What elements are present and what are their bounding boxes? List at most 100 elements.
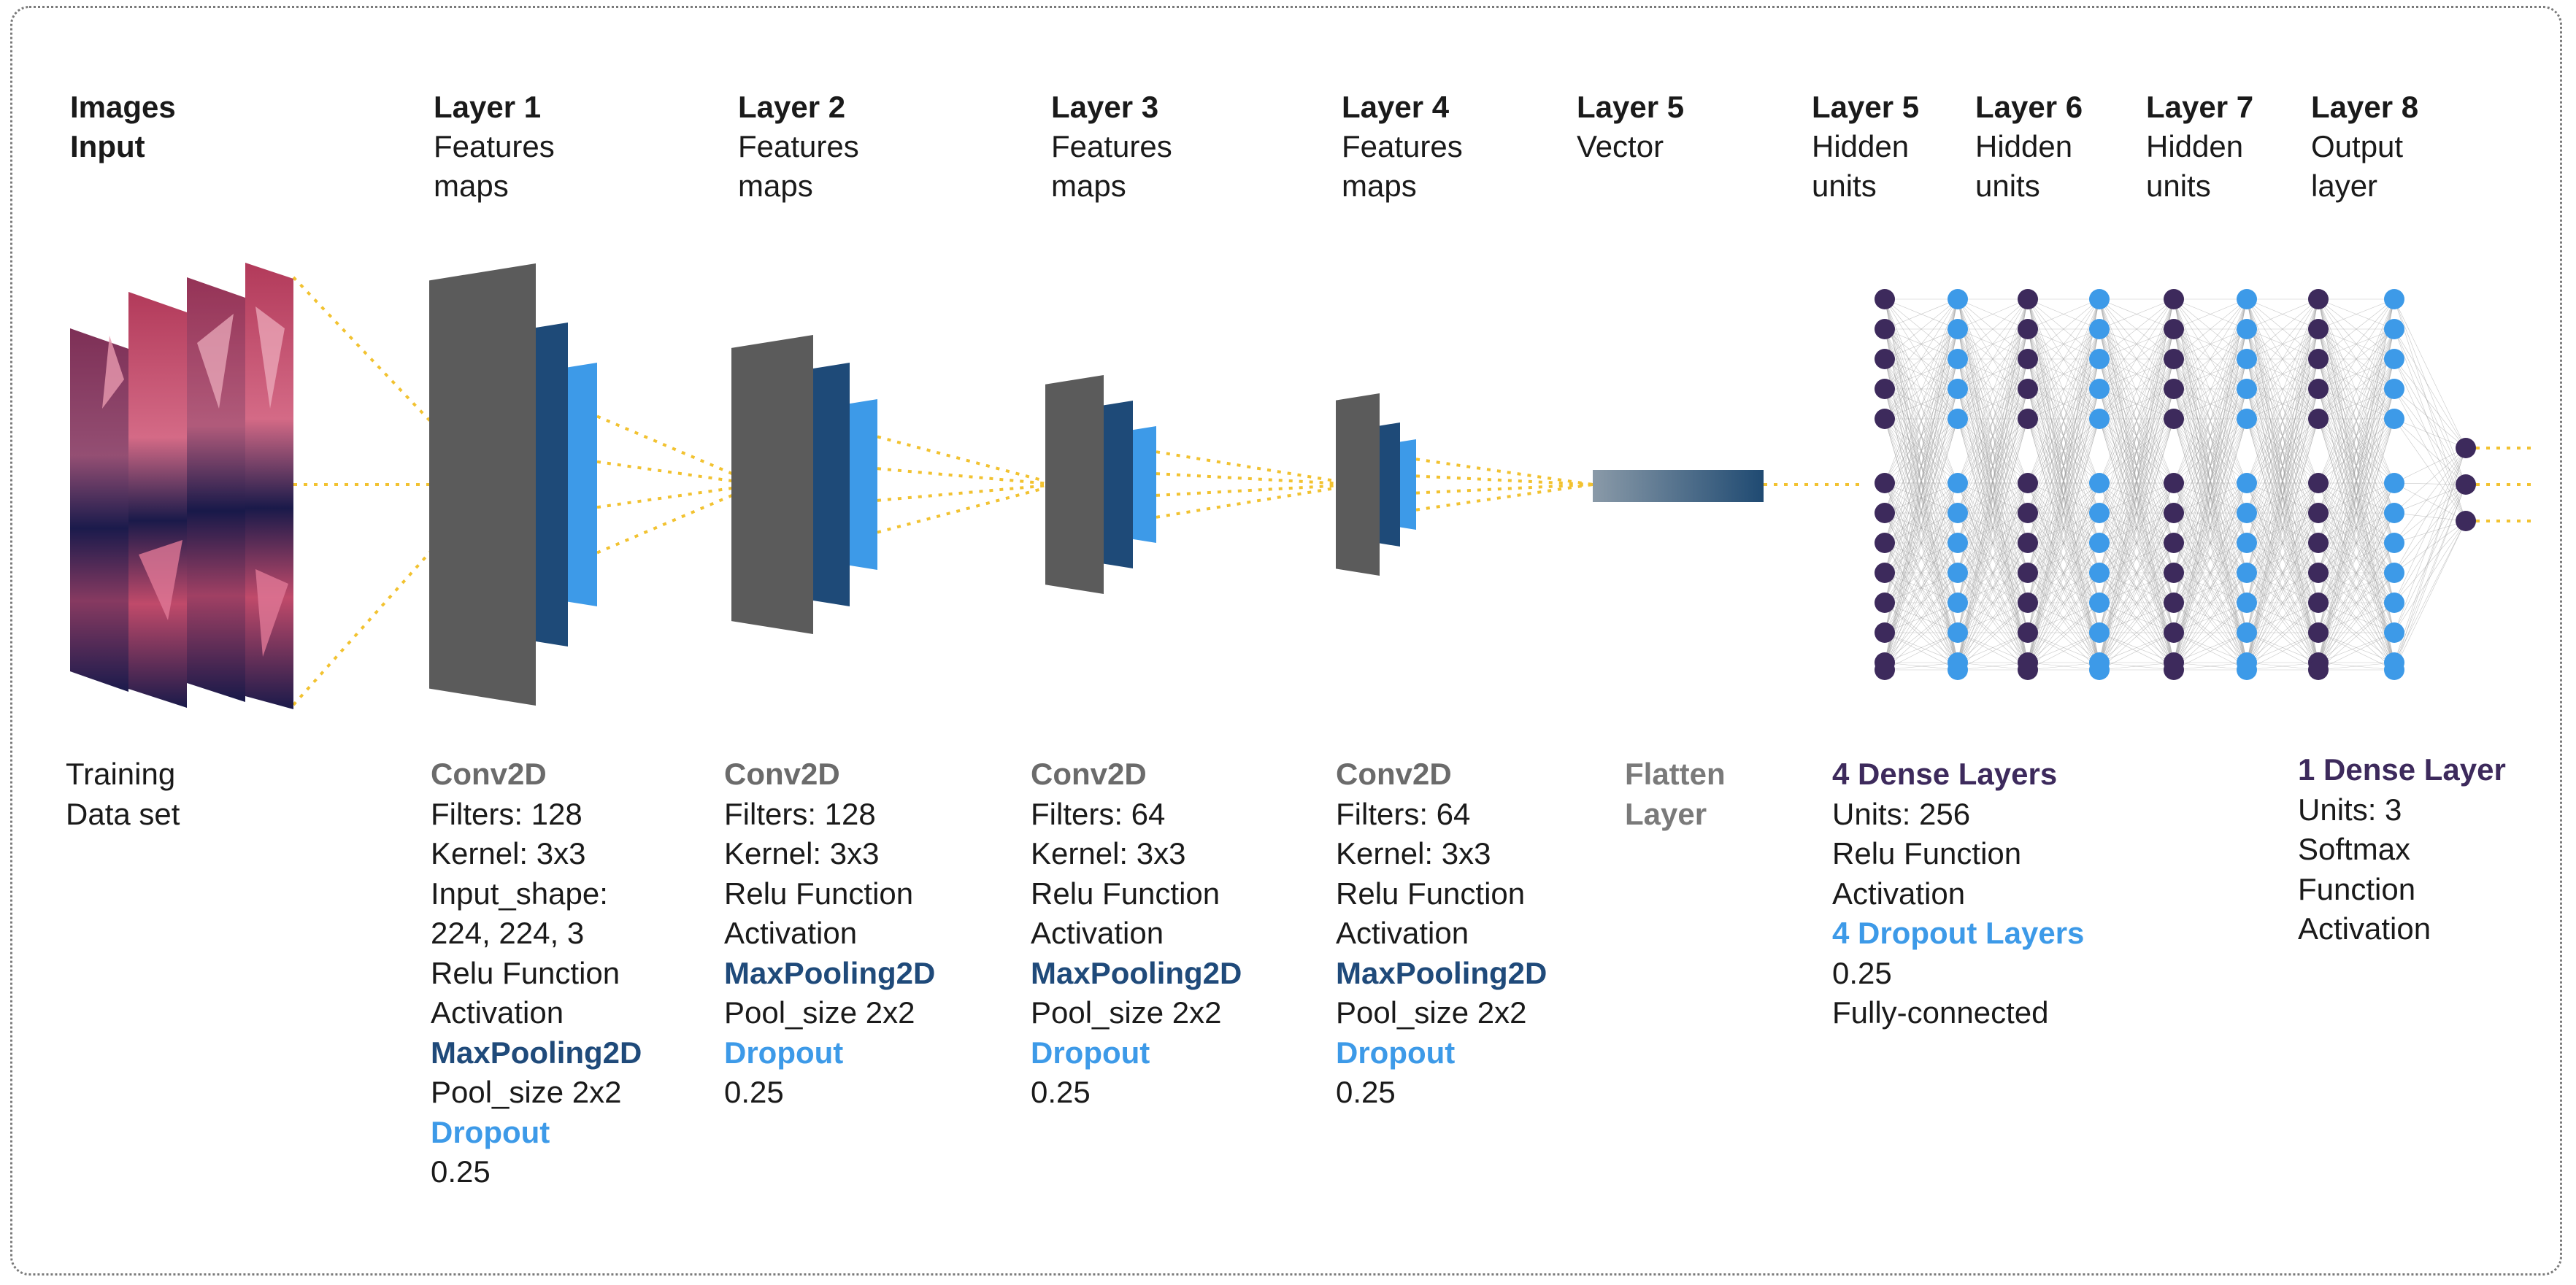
dense-connection: [1957, 572, 2029, 671]
pool-type: MaxPooling2D: [724, 955, 936, 990]
header-images-input: Images Input: [70, 90, 176, 163]
dense-connection: [2173, 572, 2248, 671]
connector-line: [1415, 483, 1593, 512]
dense-connection: [1884, 298, 1958, 603]
dense-connection: [2318, 632, 2395, 663]
dense-connection: [2318, 328, 2395, 671]
dense-neuron-blue: [2237, 593, 2257, 613]
dense-neuron-purple: [2164, 409, 2184, 429]
dense-neuron-purple: [2018, 622, 2038, 643]
dense-neuron-purple: [2308, 289, 2329, 309]
conv-filters: Filters: 128: [724, 796, 876, 831]
dense-connection: [2246, 572, 2319, 671]
dense-connection: [1957, 298, 2029, 484]
dense-connection: [2027, 418, 2100, 663]
dense-neuron-blue: [2089, 622, 2110, 643]
dense-connection: [2173, 632, 2248, 671]
dense-connection: [2394, 298, 2467, 449]
output-neuron: [2456, 438, 2476, 458]
dense-connection: [2394, 388, 2467, 522]
dense-connection: [2027, 482, 2100, 663]
dense-connection: [2099, 298, 2175, 671]
dense-connection: [2099, 482, 2175, 514]
dense-connection: [1884, 298, 1958, 671]
dense-neuron-purple: [2164, 319, 2184, 339]
dense-connection: [2246, 418, 2319, 671]
pool-size: Pool_size 2x2: [1031, 995, 1222, 1030]
dense-neuron-purple: [2308, 503, 2329, 523]
output-title: 1 Dense Layer: [2298, 752, 2506, 787]
input-desc-line: Data set: [66, 796, 180, 831]
dropout-rate: 0.25: [1336, 1075, 1396, 1109]
conv-activation: Relu Function: [1031, 876, 1220, 911]
conv-activation: Relu Function: [1336, 876, 1526, 911]
dense-connection: [2246, 298, 2319, 671]
connector-line: [877, 435, 1059, 486]
dense-connection: [1957, 298, 2029, 514]
dense-neuron-purple: [2018, 533, 2038, 553]
conv-activation: Activation: [724, 916, 858, 950]
dense-neuron-blue: [1948, 563, 1968, 583]
dense-connection: [2394, 328, 2467, 449]
dense-connection: [2099, 632, 2175, 663]
dense-connection: [2099, 662, 2175, 671]
dense-connection: [2318, 328, 2395, 663]
pool-type: MaxPooling2D: [1031, 955, 1242, 990]
diagram-frame: [10, 6, 2562, 1276]
dense-connection: [2246, 512, 2319, 671]
dense-connection: [2027, 632, 2100, 663]
dense-connection: [2027, 388, 2100, 420]
dense-neuron-blue: [2384, 319, 2404, 339]
dense-connection: [2027, 512, 2100, 663]
dense-connection: [2246, 542, 2319, 671]
dense-neuron-purple: [2018, 409, 2038, 429]
dense-connection: [1957, 298, 2029, 574]
conv-slab: [1336, 393, 1380, 576]
dense-connection: [2246, 632, 2319, 671]
pool-size: Pool_size 2x2: [431, 1075, 622, 1109]
dense-connection: [2394, 520, 2467, 544]
dense-connection: [2394, 358, 2467, 449]
dense-connection: [1884, 328, 1958, 671]
dense-connection: [1957, 572, 2029, 663]
dense-connection: [1884, 388, 1958, 420]
dense-connection: [2173, 298, 2248, 544]
dense-connection: [2099, 358, 2175, 671]
dense-connection: [2173, 298, 2248, 330]
dense-connection: [1957, 602, 2029, 671]
dense-neuron-blue: [2089, 473, 2110, 493]
dense-neuron-purple: [2164, 563, 2184, 583]
conv-type: Conv2D: [724, 757, 840, 791]
dense-connection: [2027, 388, 2100, 663]
dense-connection: [2318, 298, 2395, 633]
dense-dropout: 4 Dropout Layers: [1832, 916, 2085, 950]
dense-connection: [2027, 388, 2100, 671]
dense-connection: [2173, 358, 2248, 663]
dense-connection: [1957, 632, 2029, 663]
dense-neuron-blue: [2089, 593, 2110, 613]
dense-connection: [1957, 542, 2029, 663]
dense-connection: [2394, 484, 2467, 574]
dense-neuron-purple: [1875, 593, 1895, 613]
dense-connection: [2394, 484, 2467, 663]
dense-connection: [2173, 328, 2248, 671]
dense-neuron-purple: [1875, 349, 1895, 369]
dropout-type: Dropout: [724, 1035, 844, 1070]
dense-connection: [1884, 298, 1958, 330]
dense-connection: [2099, 602, 2175, 671]
connector-line: [596, 460, 758, 486]
dense-neuron-blue: [2237, 409, 2257, 429]
dropout-slab: [1400, 439, 1416, 530]
dense-connection: [2027, 298, 2100, 420]
dense-connection: [2027, 298, 2100, 574]
dense-connection: [2099, 388, 2175, 420]
connector-line: [1415, 474, 1593, 486]
dense-connection: [1957, 298, 2029, 633]
feature-map-stack-icons: [429, 263, 1416, 706]
dense-connection: [1957, 662, 2029, 671]
dense-neuron-purple: [1875, 503, 1895, 523]
dense-neuron-blue: [2237, 503, 2257, 523]
dense-connection: [1957, 482, 2029, 514]
dense-connection: [2099, 298, 2175, 420]
dense-connection: [1957, 298, 2029, 390]
